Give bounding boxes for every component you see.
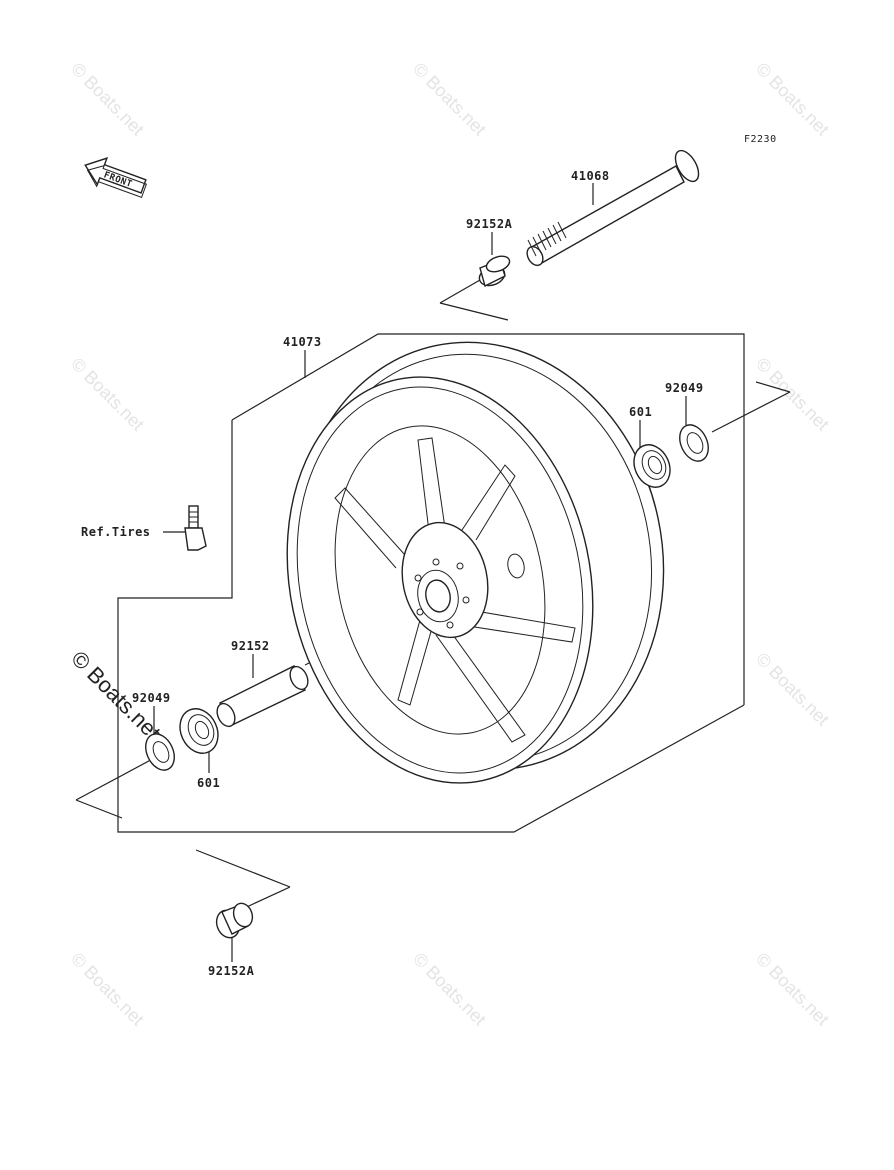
valve-icon [184,505,207,551]
label-spacer: 92152 [231,639,270,653]
label-axle: 41068 [571,169,610,183]
label-bearing-left: 601 [197,776,220,790]
collar-92152a-top [478,255,511,288]
label-valve: Ref.Tires [81,525,151,539]
seal-92049-left [145,733,175,771]
bearing-601-right [633,444,671,488]
watermark: © Boats.net [67,59,148,140]
label-seal-left: 92049 [132,691,171,705]
watermark: © Boats.net [752,649,833,730]
label-seal-right: 92049 [665,381,704,395]
bearing-601-left [179,708,219,754]
spacer-92152 [216,665,309,728]
watermark: © Boats.net [409,949,490,1030]
label-collar-bottom: 92152A [208,964,255,978]
label-wheel: 41073 [283,335,322,349]
collar-92152a-bottom [215,902,254,939]
seal-92049-right [679,424,709,462]
watermark: © Boats.net [67,949,148,1030]
watermark: © Boats.net [67,354,148,435]
watermark: © Boats.net [752,354,833,435]
label-bearing-right: 601 [629,405,652,419]
wheel-41073 [286,341,665,784]
label-collar-top: 92152A [466,217,513,231]
watermark: © Boats.net [409,59,490,140]
figure-code: F2230 [744,134,777,145]
axle-41068 [526,149,700,267]
watermark: © Boats.net [752,949,833,1030]
front-arrow-icon: FRONT [84,157,148,199]
watermark: © Boats.net [752,59,833,140]
